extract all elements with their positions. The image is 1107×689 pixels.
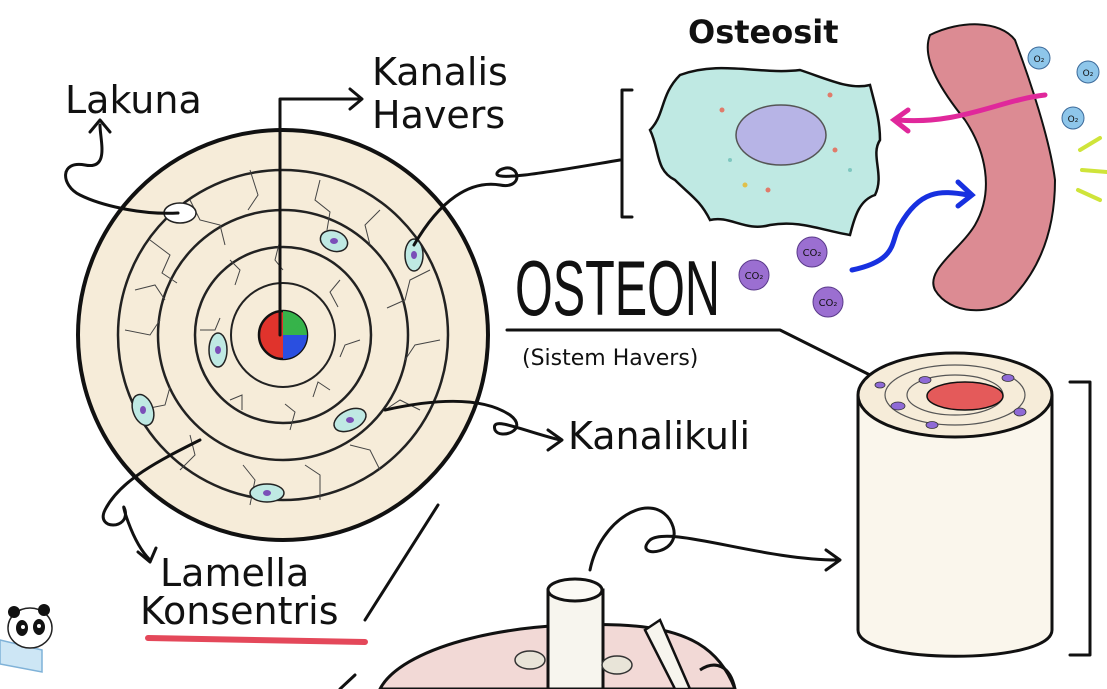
o2-molecule: O₂ (1028, 47, 1050, 69)
svg-text:CO₂: CO₂ (803, 248, 822, 259)
label-kanalis: Kanalis (372, 50, 508, 94)
svg-text:O₂: O₂ (1068, 115, 1079, 125)
o2-molecule: O₂ (1062, 107, 1084, 129)
svg-text:CO₂: CO₂ (745, 271, 764, 282)
label-osteon: OSTEON (515, 244, 720, 332)
lacuna (209, 333, 227, 367)
osteosit-bracket (622, 90, 632, 217)
label-konsentris: Konsentris (140, 589, 339, 633)
haversian-canal (259, 311, 307, 359)
label-sistem-havers: (Sistem Havers) (522, 346, 698, 371)
osteocyte-cell (650, 68, 880, 235)
svg-text:O₂: O₂ (1034, 55, 1045, 65)
label-kanalikuli: Kanalikuli (568, 414, 750, 458)
osteon-cross-section (78, 130, 488, 540)
osteocyte-nucleus (736, 105, 826, 165)
svg-text:O₂: O₂ (1083, 69, 1094, 79)
co2-molecule: CO₂ (813, 287, 843, 317)
osteon-cylinder (858, 353, 1052, 656)
label-osteosit: Osteosit (688, 13, 839, 51)
lower-slash (340, 675, 355, 689)
cylinder-canal (927, 382, 1003, 410)
svg-text:CO₂: CO₂ (819, 298, 838, 309)
label-havers: Havers (372, 93, 505, 137)
panda-logo (0, 604, 52, 672)
co2-molecule: CO₂ (797, 237, 827, 267)
cylinder-pointer (590, 508, 838, 570)
konsentris-underline (148, 638, 365, 642)
cylinder-bracket (1070, 382, 1090, 655)
o2-molecule: O₂ (1077, 61, 1099, 83)
co2-molecule: CO₂ (739, 260, 769, 290)
bone-column (548, 590, 603, 689)
co2-molecules: CO₂ CO₂ CO₂ (739, 237, 843, 317)
lacuna (250, 484, 284, 502)
bone-section-bottom (380, 579, 735, 689)
signal-rays (1078, 138, 1107, 200)
label-lakuna: Lakuna (65, 78, 202, 122)
cross-section-slash (365, 505, 438, 620)
